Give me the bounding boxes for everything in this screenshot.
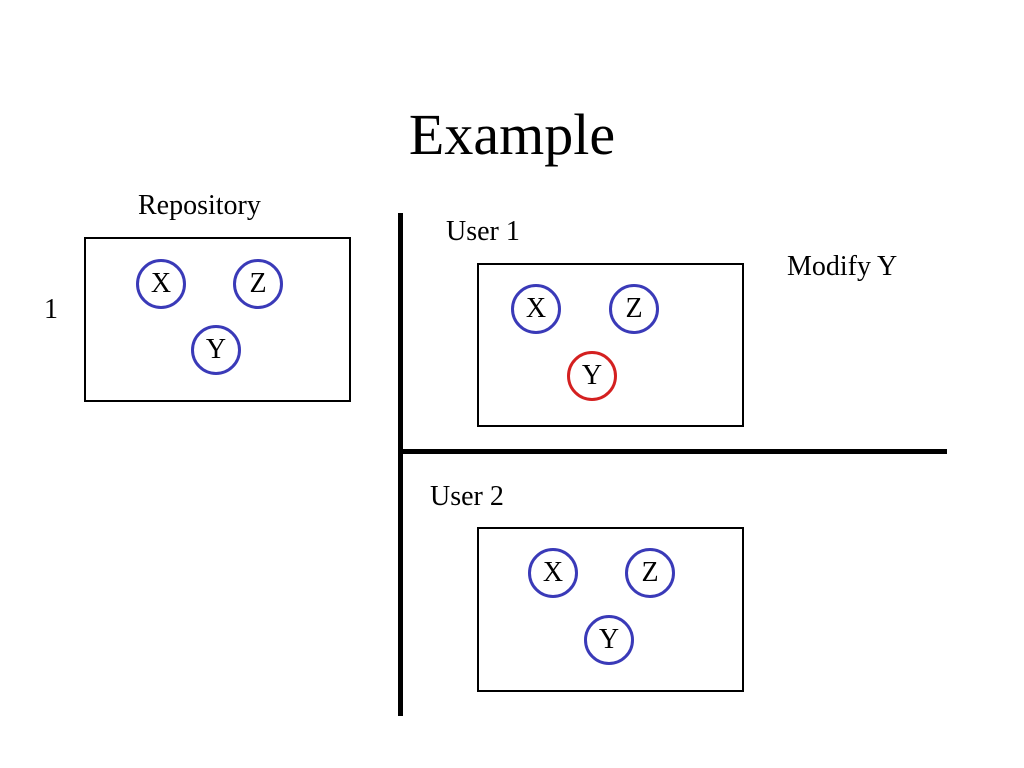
repository-box: X Z Y [84, 237, 351, 402]
repository-node-x: X [136, 259, 186, 309]
repository-label: Repository [138, 190, 261, 221]
user2-node-x: X [528, 548, 578, 598]
step-number: 1 [44, 294, 58, 325]
repository-node-y: Y [191, 325, 241, 375]
slide-title: Example [408, 102, 616, 167]
user2-node-y: Y [584, 615, 634, 665]
user2-label: User 2 [430, 481, 504, 512]
user1-label: User 1 [446, 216, 520, 247]
user1-node-z: Z [609, 284, 659, 334]
user2-box: X Z Y [477, 527, 744, 692]
vertical-divider [398, 213, 403, 716]
user1-node-x: X [511, 284, 561, 334]
horizontal-divider [398, 449, 947, 454]
user1-node-y-modified: Y [567, 351, 617, 401]
user1-box: X Z Y [477, 263, 744, 427]
modify-note: Modify Y [787, 251, 898, 282]
user2-node-z: Z [625, 548, 675, 598]
repository-node-z: Z [233, 259, 283, 309]
